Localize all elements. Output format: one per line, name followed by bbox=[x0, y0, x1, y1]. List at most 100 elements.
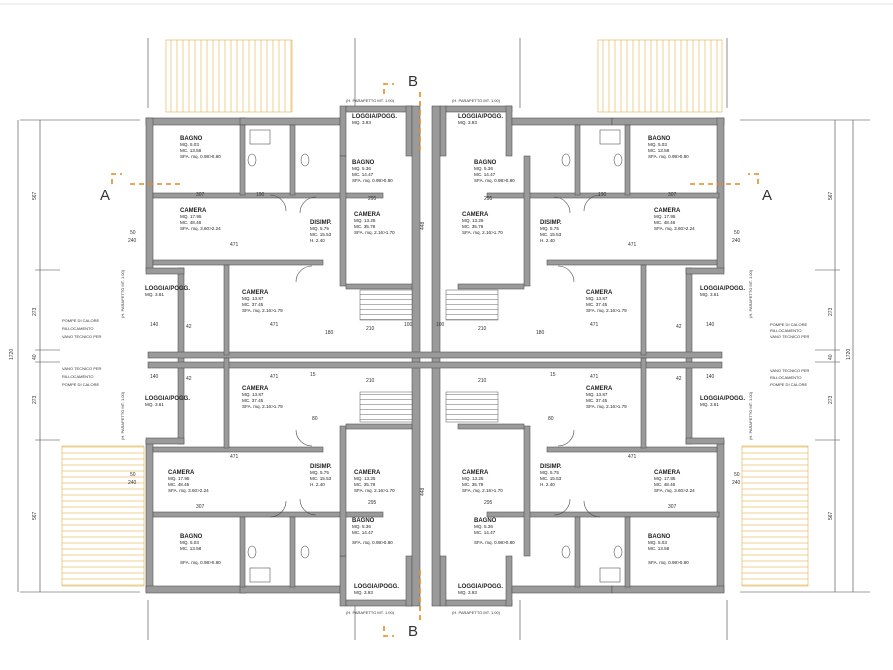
room-labels: BAGNO MQ. 5.03 MC. 13.58 SFA. mq. 0.98>0… bbox=[145, 114, 745, 595]
room-sfa: SFA. mq. 0.98>0.80 bbox=[180, 154, 221, 159]
room-sfa: SFA. mq. 0.98>0.80 bbox=[648, 154, 689, 159]
room-sfa: SFA. mq. 2.16>1.79 bbox=[586, 404, 627, 409]
room-area: MQ. 3.61 bbox=[145, 292, 164, 297]
note-pompe-left-2: RILLOCAMENTO bbox=[62, 326, 94, 331]
room-area: MQ. 13.25 bbox=[462, 218, 484, 223]
dim-180-tr: 180 bbox=[536, 330, 545, 336]
room-bagno-tr: BAGNO MQ. 5.03 MC. 13.58 SFA. mq. 0.98>0… bbox=[648, 136, 689, 159]
room-volume: MC. 13.58 bbox=[648, 546, 670, 551]
dim-42-mr: 42 bbox=[676, 324, 682, 330]
room-name: CAMERA bbox=[354, 212, 381, 218]
room-loggia-tr: LOGGIA/POGG. MQ. 3.93 bbox=[458, 114, 503, 125]
dim-240-r: 240 bbox=[732, 238, 741, 244]
note-parapetto-top-left: (H. PARAPETTO MT. 1.00) bbox=[346, 98, 395, 103]
dim-448-tl: 448 bbox=[420, 221, 426, 230]
dim-42-mr2: 42 bbox=[676, 376, 682, 382]
room-bagno-cbl: BAGNO MQ. 5.36 MC. 14.47 SFA. mq. 0.98>0… bbox=[352, 518, 393, 545]
dim-50-r: 50 bbox=[734, 230, 740, 236]
dim-42-ml2: 42 bbox=[186, 376, 192, 382]
dim-50-bl: 50 bbox=[130, 472, 136, 478]
dim-471-ml: 471 bbox=[270, 322, 279, 328]
note-parapetto-bottom-right: (H. PARAPETTO MT. 1.00) bbox=[452, 610, 501, 615]
dim-210-tr: 210 bbox=[478, 326, 487, 332]
room-sfa: SFA. mq. 3.60>2.24 bbox=[654, 226, 695, 231]
dim-side-bottom-right: 567 bbox=[828, 511, 834, 520]
dim-210-tl: 210 bbox=[366, 326, 375, 332]
dim-42-ml: 42 bbox=[186, 324, 192, 330]
note-pompe-left-1: POMPE DI CALORE bbox=[62, 318, 99, 323]
room-area: MQ. 5.36 bbox=[352, 166, 371, 171]
room-volume: MC. 35.78 bbox=[462, 224, 484, 229]
dim-190-tl: 190 bbox=[256, 192, 265, 198]
note-pompe-right-1: POMPE DI CALORE bbox=[770, 322, 807, 327]
room-volume: MC. 37.45 bbox=[242, 398, 264, 403]
dim-471-br: 471 bbox=[628, 454, 637, 460]
dim-190-tr: 190 bbox=[598, 192, 607, 198]
room-camera-ml1: CAMERA MQ. 13.87 MC. 37.45 SFA. mq. 2.16… bbox=[242, 290, 283, 313]
room-camera-ctr: CAMERA MQ. 13.25 MC. 35.78 SFA. mq. 2.16… bbox=[462, 212, 503, 235]
room-area: MQ. 13.87 bbox=[242, 296, 264, 301]
dim-50-l: 50 bbox=[130, 230, 136, 236]
section-label-b-top: B bbox=[408, 73, 418, 90]
room-name: BAGNO bbox=[474, 518, 497, 524]
note-parapetto-side-4: (H. PARAPETTO MT. 1.00) bbox=[748, 391, 753, 440]
dim-295-tl: 295 bbox=[368, 196, 377, 202]
note-vano-left-3: POMPE DI CALORE bbox=[62, 382, 99, 387]
room-volume: MC. 15.53 bbox=[310, 476, 332, 481]
construction-lines bbox=[17, 38, 870, 640]
dim-side-mid-right-1: 273 bbox=[828, 307, 834, 316]
dim-side-mid-right-2: 273 bbox=[828, 395, 834, 404]
room-camera-bl: CAMERA MQ. 17.95 MC. 48.46 SFA. mq. 3.60… bbox=[168, 470, 209, 493]
room-volume: MC. 14.47 bbox=[474, 530, 496, 535]
room-name: LOGGIA/POGG. bbox=[700, 286, 745, 292]
room-loggia-mr1: LOGGIA/POGG. MQ. 3.61 bbox=[700, 286, 745, 297]
note-parapetto-side-3: (H. PARAPETTO MT. 1.00) bbox=[748, 269, 753, 318]
room-area: MQ. 13.87 bbox=[586, 392, 608, 397]
room-area: MQ. 5.75 bbox=[310, 470, 329, 475]
room-volume: MC. 37.45 bbox=[242, 302, 264, 307]
room-name: BAGNO bbox=[352, 160, 375, 166]
room-name: CAMERA bbox=[586, 386, 613, 392]
room-name: CAMERA bbox=[462, 212, 489, 218]
room-name: DISIMP. bbox=[540, 464, 562, 470]
dim-448-bl: 448 bbox=[420, 487, 426, 496]
dim-140-mr: 140 bbox=[706, 322, 715, 328]
room-name: DISIMP. bbox=[310, 464, 332, 470]
note-vano-left-1: VANO TECNICO PER bbox=[62, 366, 102, 371]
room-area: MQ. 3.61 bbox=[700, 292, 719, 297]
room-sfa: SFA. mq. 0.98>0.80 bbox=[648, 560, 689, 565]
room-disimp-bl: DISIMP. MQ. 5.75 MC. 15.53 H. 2.40 bbox=[310, 464, 332, 487]
room-volume: MC. 48.46 bbox=[180, 220, 202, 225]
room-area: MQ. 5.03 bbox=[180, 142, 199, 147]
room-volume: MC. 37.45 bbox=[586, 398, 608, 403]
room-name: LOGGIA/POGG. bbox=[145, 286, 190, 292]
stairs-bottom-left bbox=[359, 391, 413, 423]
walls bbox=[145, 105, 725, 607]
room-area: MQ. 5.36 bbox=[474, 524, 493, 529]
room-volume: MC. 35.78 bbox=[354, 482, 376, 487]
room-sfa: SFA. mq. 3.60>2.24 bbox=[654, 488, 695, 493]
door-swings bbox=[269, 194, 601, 518]
garden-hatch-top-right bbox=[597, 39, 723, 113]
room-loggia-mr2: LOGGIA/POGG. MQ. 3.61 bbox=[700, 396, 745, 407]
dim-240-br: 240 bbox=[732, 480, 741, 486]
dim-240-l: 240 bbox=[128, 238, 137, 244]
room-name: CAMERA bbox=[242, 386, 269, 392]
dim-15-ml: 15 bbox=[310, 372, 316, 378]
technical-notes: POMPE DI CALORE RILLOCAMENTO VANO TECNIC… bbox=[62, 98, 810, 615]
room-sfa: SFA. mq. 2.16>1.70 bbox=[354, 230, 395, 235]
room-area: MQ. 13.25 bbox=[462, 476, 484, 481]
section-label-a-left: A bbox=[100, 187, 110, 204]
room-name: LOGGIA/POGG. bbox=[458, 114, 503, 120]
dim-471-ml2: 471 bbox=[270, 374, 279, 380]
dim-100-tr: 100 bbox=[436, 322, 445, 328]
room-loggia-ml2: LOGGIA/POGG. MQ. 3.61 bbox=[145, 396, 190, 407]
section-markers bbox=[111, 83, 759, 637]
room-camera-ctl: CAMERA MQ. 13.25 MC. 35.78 SFA. mq. 2.16… bbox=[354, 212, 395, 235]
room-sfa: SFA. mq. 2.16>1.70 bbox=[354, 488, 395, 493]
room-camera-mr2: CAMERA MQ. 13.87 MC. 37.45 SFA. mq. 2.16… bbox=[586, 386, 627, 409]
room-area: MQ. 3.61 bbox=[700, 402, 719, 407]
room-volume: MC. 15.53 bbox=[540, 232, 562, 237]
room-name: DISIMP. bbox=[310, 220, 332, 226]
room-name: CAMERA bbox=[180, 208, 207, 214]
